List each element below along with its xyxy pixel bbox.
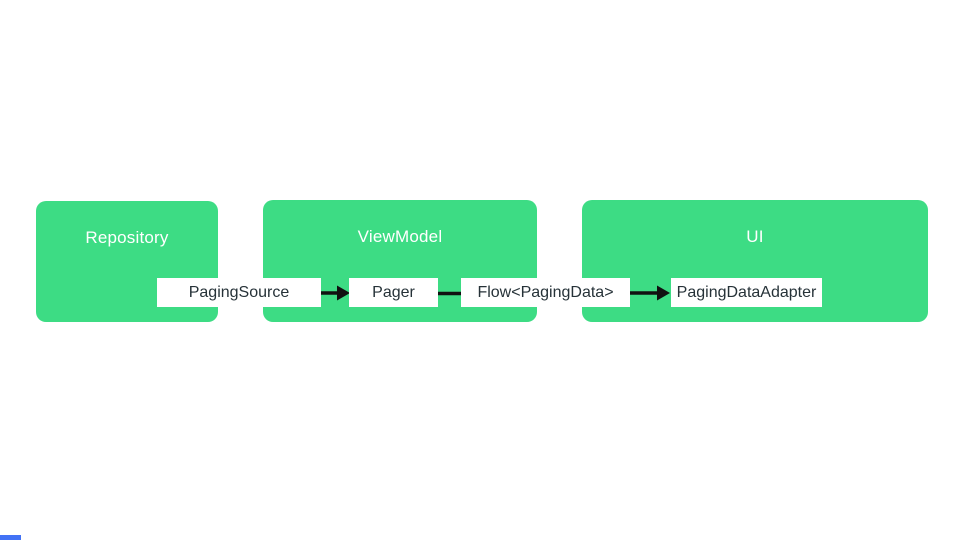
node-pagingsource: PagingSource: [157, 278, 321, 307]
blue-progress-sliver: [0, 535, 21, 540]
node-pager: Pager: [349, 278, 438, 307]
node-pagingdataadapter: PagingDataAdapter: [671, 278, 822, 307]
node-flow-pagingdata: Flow<PagingData>: [461, 278, 630, 307]
container-ui-title: UI: [746, 227, 764, 246]
container-repository-title: Repository: [85, 228, 169, 247]
container-repository: Repository: [36, 201, 218, 322]
container-viewmodel-title: ViewModel: [357, 227, 443, 246]
